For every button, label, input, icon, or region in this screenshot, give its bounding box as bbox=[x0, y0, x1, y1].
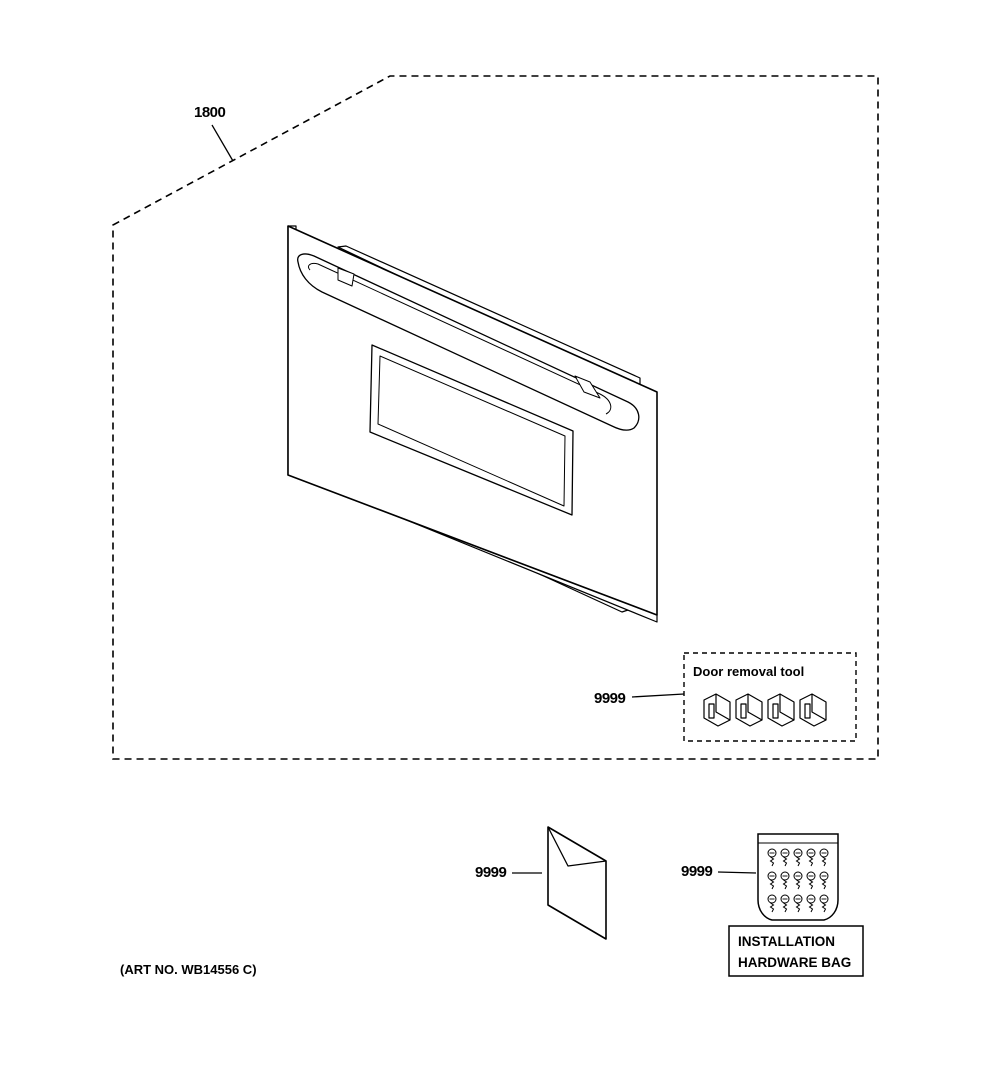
hardware-bag-label-line1: INSTALLATION bbox=[738, 934, 835, 949]
hardware-bag-screws bbox=[767, 848, 829, 913]
art-number: (ART NO. WB14556 C) bbox=[120, 962, 257, 977]
hardware-screw bbox=[806, 894, 816, 913]
hardware-screw bbox=[819, 848, 829, 867]
door-removal-clip-3 bbox=[767, 693, 795, 727]
hardware-screw bbox=[819, 894, 829, 913]
callout-9999-hardware-bag: 9999 bbox=[681, 863, 713, 880]
hardware-screw bbox=[819, 871, 829, 890]
hardware-screw bbox=[806, 871, 816, 890]
hardware-screw bbox=[767, 871, 777, 890]
door-handle-inner bbox=[307, 263, 612, 415]
literature-envelope bbox=[547, 826, 607, 940]
hardware-screw bbox=[806, 848, 816, 867]
door-removal-tool-clips bbox=[703, 693, 827, 727]
callout-1800-leader bbox=[211, 124, 234, 162]
callout-9999-door-removal-tool-leader bbox=[631, 693, 685, 698]
callout-9999-hardware-bag-leader bbox=[717, 871, 757, 874]
callout-9999-literature: 9999 bbox=[475, 864, 507, 881]
door-handle bbox=[297, 253, 640, 431]
hardware-screw bbox=[780, 871, 790, 890]
door-handle-end-left bbox=[337, 267, 355, 287]
hardware-screw bbox=[780, 848, 790, 867]
hardware-bag-label-line2: HARDWARE BAG bbox=[738, 955, 851, 970]
hardware-screw bbox=[780, 894, 790, 913]
oven-door bbox=[287, 225, 658, 623]
door-assembly-boundary bbox=[112, 75, 879, 760]
door-removal-clip-1 bbox=[703, 693, 731, 727]
hardware-bag bbox=[757, 833, 839, 921]
door-removal-clip-4 bbox=[799, 693, 827, 727]
hardware-screw bbox=[767, 848, 777, 867]
hardware-screw bbox=[793, 871, 803, 890]
callout-1800: 1800 bbox=[194, 104, 226, 121]
callout-9999-door-removal-tool: 9999 bbox=[594, 690, 626, 707]
door-handle-end-right bbox=[574, 375, 601, 399]
hardware-bag-label-box bbox=[728, 925, 864, 977]
hardware-screw bbox=[793, 848, 803, 867]
door-removal-clip-2 bbox=[735, 693, 763, 727]
hardware-screw bbox=[767, 894, 777, 913]
hardware-screw bbox=[793, 894, 803, 913]
door-removal-tool-label: Door removal tool bbox=[693, 664, 804, 679]
door-removal-tool-boundary bbox=[683, 652, 857, 742]
door-window-inner bbox=[377, 355, 566, 507]
